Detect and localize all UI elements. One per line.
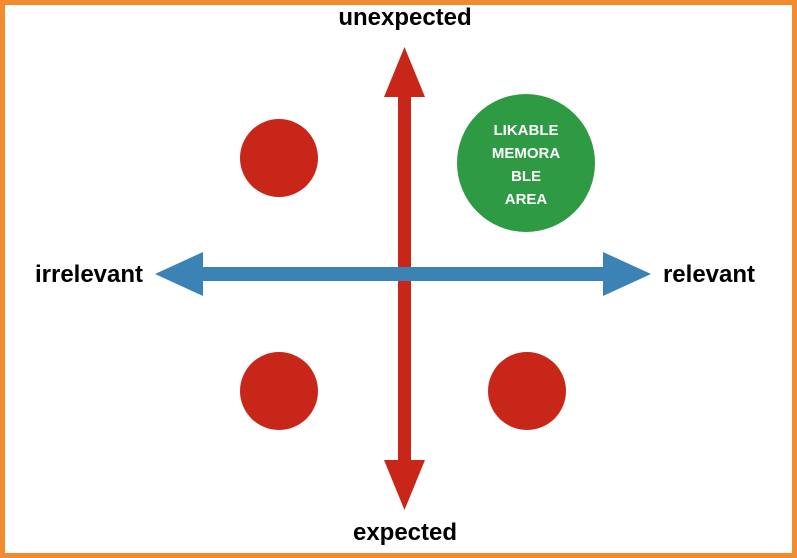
top-axis-label: unexpected <box>338 5 471 31</box>
vertical-axis-up-arrowhead <box>384 47 425 97</box>
vertical-axis-down-arrowhead <box>384 460 425 510</box>
quadrant-dot-bottom-left <box>240 352 318 430</box>
highlight-zone-line-2: MEMORA <box>492 145 560 162</box>
quadrant-diagram: LIKABLE MEMORA BLE AREA unexpected expec… <box>35 5 755 546</box>
highlight-zone: LIKABLE MEMORA BLE AREA <box>457 94 595 232</box>
quadrant-dot-bottom-right <box>488 352 566 430</box>
vertical-axis <box>384 47 425 510</box>
horizontal-axis-shaft <box>195 267 615 281</box>
horizontal-axis-left-arrowhead <box>155 252 203 296</box>
horizontal-axis <box>155 252 651 296</box>
quadrant-dot-top-left <box>240 119 318 197</box>
left-axis-label: irrelevant <box>35 261 143 288</box>
highlight-zone-line-1: LIKABLE <box>494 122 559 139</box>
horizontal-axis-right-arrowhead <box>603 252 651 296</box>
highlight-zone-line-4: AREA <box>505 191 548 208</box>
highlight-zone-line-3: BLE <box>511 168 541 185</box>
bottom-axis-label: expected <box>353 519 457 546</box>
right-axis-label: relevant <box>663 261 755 288</box>
highlight-zone-circle <box>457 94 595 232</box>
vertical-axis-shaft <box>398 93 411 473</box>
